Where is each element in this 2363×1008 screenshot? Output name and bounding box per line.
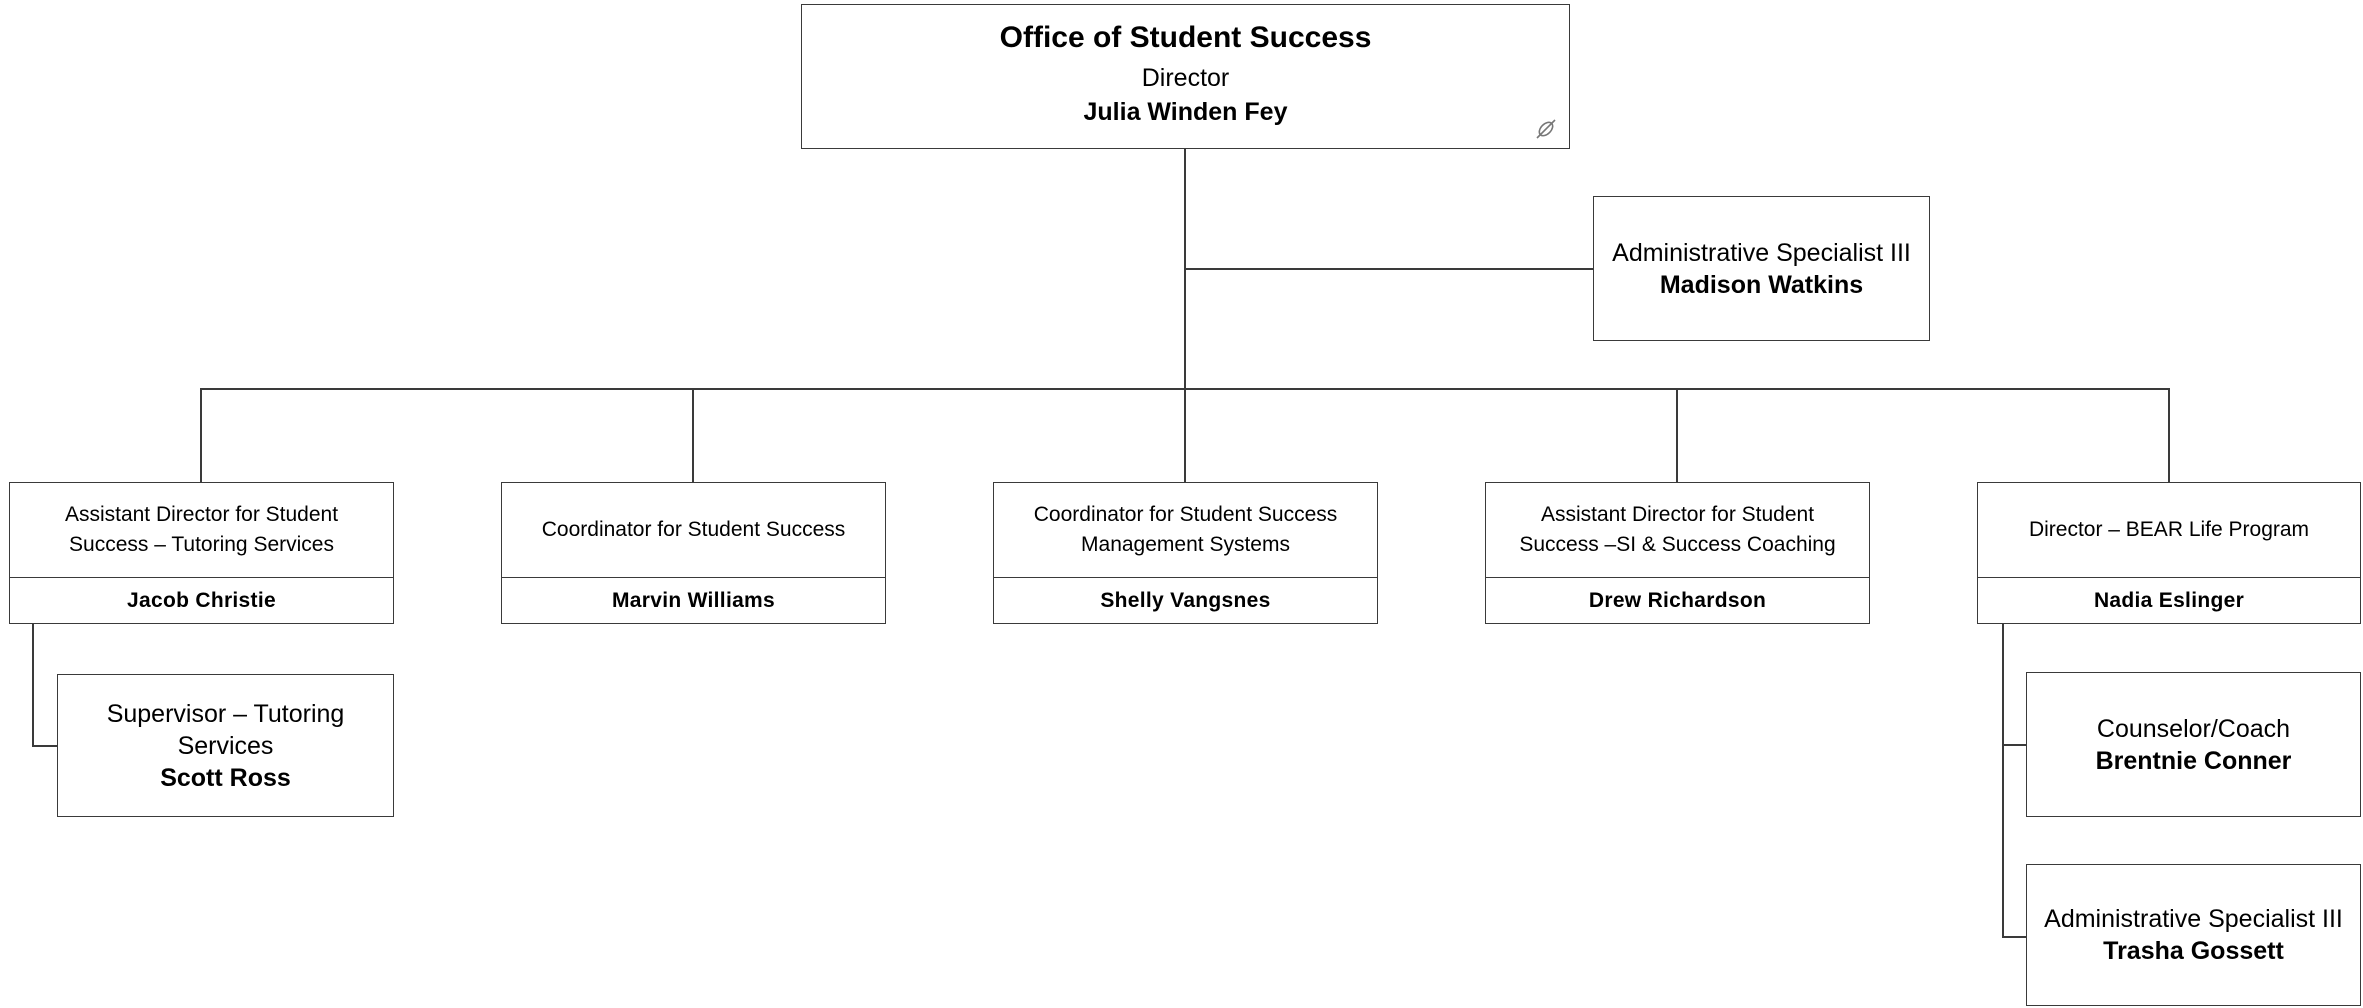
connector-drop-4 xyxy=(1676,388,1678,482)
unit-title: Office of Student Success xyxy=(999,20,1372,54)
report-name: Drew Richardson xyxy=(1588,588,1767,612)
supervisor-tutoring-name: Scott Ross xyxy=(160,763,291,792)
admin-specialist-box: Administrative Specialist III Madison Wa… xyxy=(1593,196,1930,341)
counselor-coach-name: Brentnie Conner xyxy=(2095,746,2292,775)
report-role: Assistant Director for Student Success –… xyxy=(1519,503,1836,556)
connector-drop-5 xyxy=(2168,388,2170,482)
director-role: Director xyxy=(1141,63,1230,92)
connector-assistant xyxy=(1185,268,1593,270)
supervisor-tutoring-role: Supervisor – Tutoring Services xyxy=(106,699,345,760)
connector-drop-3 xyxy=(1184,388,1186,482)
connector-bear-vertical xyxy=(2002,623,2004,937)
counselor-coach-box: Counselor/Coach Brentnie Conner xyxy=(2026,672,2361,817)
bear-admin-specialist-name: Trasha Gossett xyxy=(2103,937,2284,965)
report-role: Assistant Director for Student Success –… xyxy=(64,503,339,556)
unlink-icon xyxy=(1536,119,1556,139)
connector-drop-2 xyxy=(692,388,694,482)
report-role: Coordinator for Student Success xyxy=(541,518,846,541)
report-card: Coordinator for Student Success Marvin W… xyxy=(501,482,886,624)
report-role: Coordinator for Student Success Manageme… xyxy=(1033,503,1338,556)
bear-admin-specialist-box: Administrative Specialist III Trasha Gos… xyxy=(2026,864,2361,1006)
director-box: Office of Student Success Director Julia… xyxy=(801,4,1570,149)
report-name: Jacob Christie xyxy=(127,588,276,612)
report-name: Nadia Eslinger xyxy=(2093,588,2245,612)
report-card: Assistant Director for Student Success –… xyxy=(1485,482,1870,624)
report-role: Director – BEAR Life Program xyxy=(2028,518,2310,541)
supervisor-tutoring-box: Supervisor – Tutoring Services Scott Ros… xyxy=(57,674,394,817)
report-card: Coordinator for Student Success Manageme… xyxy=(993,482,1378,624)
connector-tutoring-vertical xyxy=(32,623,34,746)
connector-bear-branch-2 xyxy=(2002,936,2027,938)
report-name: Shelly Vangsnes xyxy=(1100,588,1271,612)
connector-tutoring-horizontal xyxy=(32,745,57,747)
bear-admin-specialist-role: Administrative Specialist III xyxy=(2044,905,2343,933)
counselor-coach-role: Counselor/Coach xyxy=(2096,714,2291,743)
report-card: Assistant Director for Student Success –… xyxy=(9,482,394,624)
connector-bear-branch-1 xyxy=(2002,744,2027,746)
report-card: Director – BEAR Life Program Nadia Eslin… xyxy=(1977,482,2361,624)
report-name: Marvin Williams xyxy=(611,588,776,612)
director-name: Julia Winden Fey xyxy=(1083,97,1288,126)
admin-specialist-role: Administrative Specialist III xyxy=(1612,238,1911,267)
connector-drop-1 xyxy=(200,388,202,482)
admin-specialist-name: Madison Watkins xyxy=(1659,270,1864,299)
